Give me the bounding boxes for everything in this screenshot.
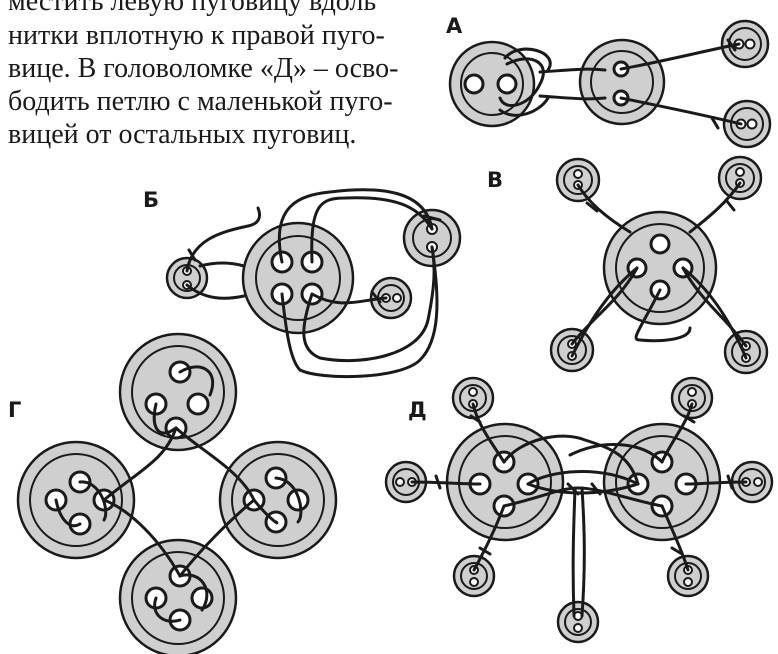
text-line-5: вицей от остальных пуговиц. — [8, 119, 357, 150]
button-b-center — [241, 221, 355, 335]
button-d-left-big — [445, 422, 565, 542]
button-d-bottom-left — [452, 554, 496, 598]
label-puzzle-b: Б — [143, 188, 160, 212]
text-line-3: вице. В головоломке «Д» – осво- — [8, 53, 399, 84]
puzzle-g — [16, 332, 338, 654]
text-line-2: нитки вплотную к правой пуго- — [8, 20, 385, 51]
text-line-1: местить левую пуговицу вдоль — [8, 0, 377, 17]
button-v-bottom-right — [723, 329, 769, 375]
label-puzzle-g: Г — [8, 398, 22, 422]
button-a-small-top — [720, 19, 770, 69]
button-v-top-right — [717, 155, 763, 201]
button-v-top-left — [555, 157, 601, 203]
button-g-left — [16, 440, 136, 560]
button-g-bottom — [118, 538, 238, 654]
button-b-small — [369, 276, 413, 320]
label-puzzle-a: А — [446, 14, 463, 38]
button-g-top — [118, 332, 238, 452]
button-a-left — [448, 40, 536, 128]
button-b-left — [165, 256, 209, 300]
button-a-small-bottom — [722, 99, 772, 149]
label-puzzle-d: Д — [408, 398, 427, 422]
text-line-4: бодить петлю с маленькой пуго- — [8, 86, 393, 117]
button-g-right — [218, 440, 338, 560]
label-puzzle-v: В — [487, 168, 504, 192]
puzzle-b — [165, 188, 462, 379]
button-b-right — [402, 208, 462, 268]
puzzle-a — [448, 19, 772, 149]
puzzle-v — [549, 155, 769, 375]
button-v-bottom-left — [549, 327, 595, 373]
button-d-top-right — [670, 376, 714, 420]
button-d-bottom-right — [666, 554, 710, 598]
button-v-center — [602, 210, 718, 326]
button-a-right — [578, 38, 666, 126]
button-d-loop-small — [556, 600, 600, 644]
button-d-top-left — [451, 376, 495, 420]
puzzle-d — [384, 376, 774, 644]
